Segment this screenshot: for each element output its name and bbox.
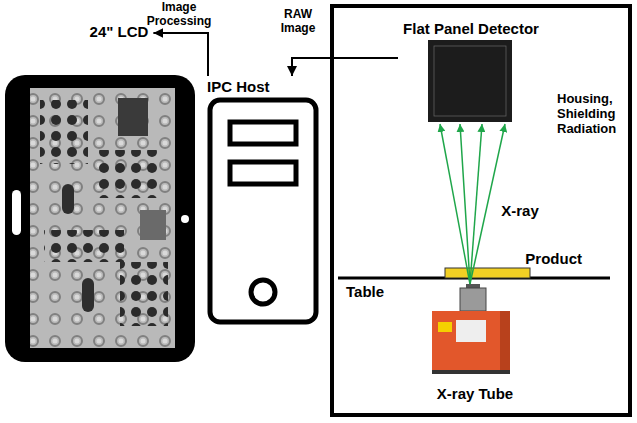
tube-cylinder	[460, 288, 486, 311]
pad-oval	[62, 184, 74, 214]
node-label: Product	[525, 250, 582, 267]
x-ray-tube: X-ray Tube	[425, 284, 525, 404]
product: Product	[440, 248, 584, 280]
tablet-body	[5, 75, 195, 362]
edge-label: RAW Image	[276, 8, 320, 36]
detector-frame	[434, 46, 506, 116]
node-label: X-ray Tube	[437, 385, 513, 402]
edge-label-holder: RAW Image	[276, 8, 320, 36]
display-monitor: 24" LCD	[85, 21, 154, 43]
edge-label: Image Processing	[144, 1, 214, 29]
tablet-button	[12, 190, 21, 235]
pad-oval	[82, 278, 94, 312]
solder-balls	[95, 150, 159, 198]
edge-label: X-ray	[495, 202, 545, 219]
node-label: 24" LCD	[90, 23, 149, 40]
label-holder: Table	[346, 283, 384, 300]
shielded-housing: Housing, Shielding Radiation Flat Panel D…	[330, 4, 632, 417]
tube-side	[500, 311, 510, 373]
table-label: Table	[346, 283, 384, 300]
housing-label: Housing, Shielding Radiation	[557, 92, 623, 137]
node-label: Flat Panel Detector	[403, 20, 539, 37]
ipc-host: IPC Host	[203, 76, 319, 324]
detector-panel	[428, 40, 512, 122]
pad-block	[118, 98, 148, 136]
solder-balls	[44, 230, 124, 262]
solder-balls	[120, 262, 168, 326]
warning-sticker	[438, 322, 452, 332]
solder-balls	[40, 100, 88, 164]
drive-bay	[230, 122, 296, 144]
arrow-connector	[470, 124, 482, 284]
pad-block	[140, 210, 166, 240]
node-label: IPC Host	[207, 78, 270, 95]
tube-base	[432, 370, 510, 374]
screen-ground	[30, 88, 175, 348]
edge-label-holder: X-ray	[495, 202, 545, 219]
flat-panel-detector: Flat Panel Detector	[398, 18, 544, 124]
xray-screen-image	[30, 88, 175, 348]
arrow-connector	[292, 58, 398, 76]
arrow-connector	[470, 124, 505, 284]
arrow-connector	[153, 33, 208, 76]
via-grid	[30, 88, 175, 348]
drive-bay	[230, 162, 296, 184]
power-button	[251, 280, 275, 304]
tablet-camera	[181, 215, 189, 223]
product-board	[445, 268, 530, 278]
rating-plate	[456, 320, 486, 342]
edge-label-holder: Image Processing	[144, 1, 214, 29]
pc-tower	[210, 100, 316, 322]
tube-housing	[432, 311, 510, 373]
arrow-connector	[440, 124, 470, 284]
